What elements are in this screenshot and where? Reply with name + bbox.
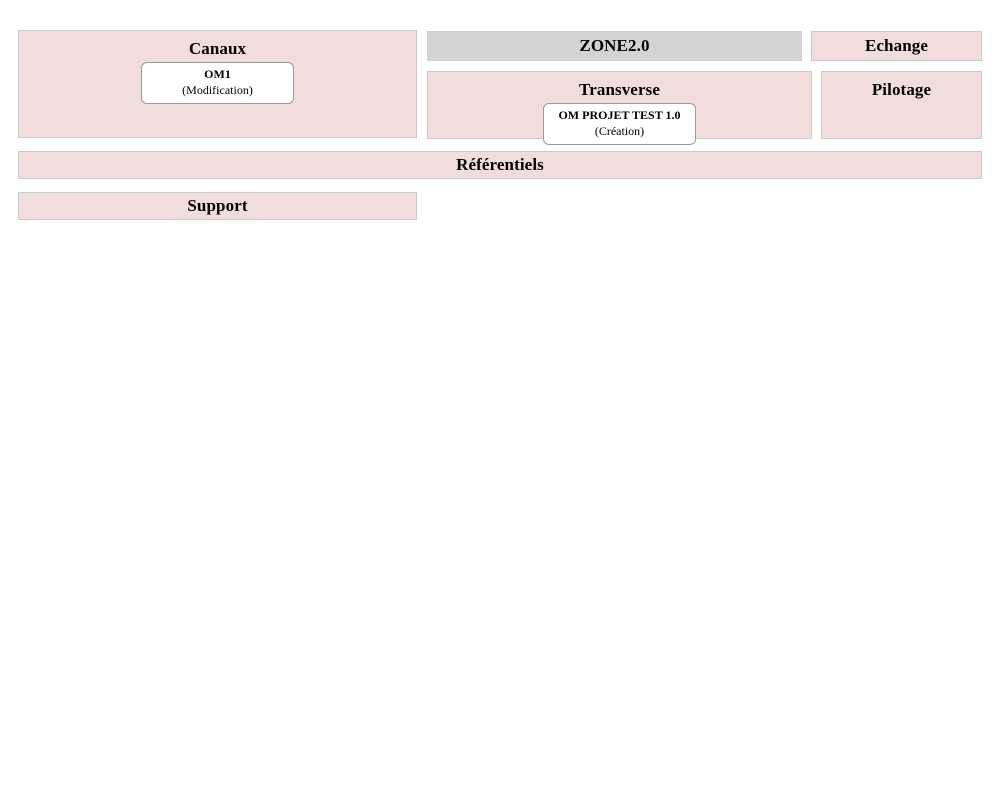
node-om-projet-test-1-0-state: (Création) [594, 123, 645, 138]
block-zone-header[interactable]: ZONE2.0 [427, 31, 802, 61]
block-canaux[interactable]: Canaux OM1 (Modification) [18, 30, 417, 138]
node-om1-name: OM1 [204, 67, 231, 82]
block-transverse[interactable]: Transverse OM PROJET TEST 1.0 (Création) [427, 71, 812, 146]
block-referentiels[interactable]: Référentiels [18, 151, 982, 179]
block-support-title: Support [187, 196, 248, 216]
block-pilotage[interactable]: Pilotage [821, 71, 982, 139]
node-om1[interactable]: OM1 (Modification) [141, 62, 294, 105]
block-canaux-title: Canaux [188, 39, 247, 58]
node-om-projet-test-1-0-name: OM PROJET TEST 1.0 [558, 108, 681, 123]
block-echange-title: Echange [864, 36, 929, 56]
block-zone-header-title: ZONE2.0 [579, 36, 650, 56]
block-echange[interactable]: Echange [811, 31, 982, 61]
block-transverse-title: Transverse [579, 80, 660, 99]
block-support[interactable]: Support [18, 192, 417, 220]
block-referentiels-title: Référentiels [456, 155, 544, 175]
node-om1-state: (Modification) [182, 82, 253, 97]
node-om-projet-test-1-0[interactable]: OM PROJET TEST 1.0 (Création) [543, 103, 696, 146]
block-pilotage-title: Pilotage [871, 80, 932, 99]
